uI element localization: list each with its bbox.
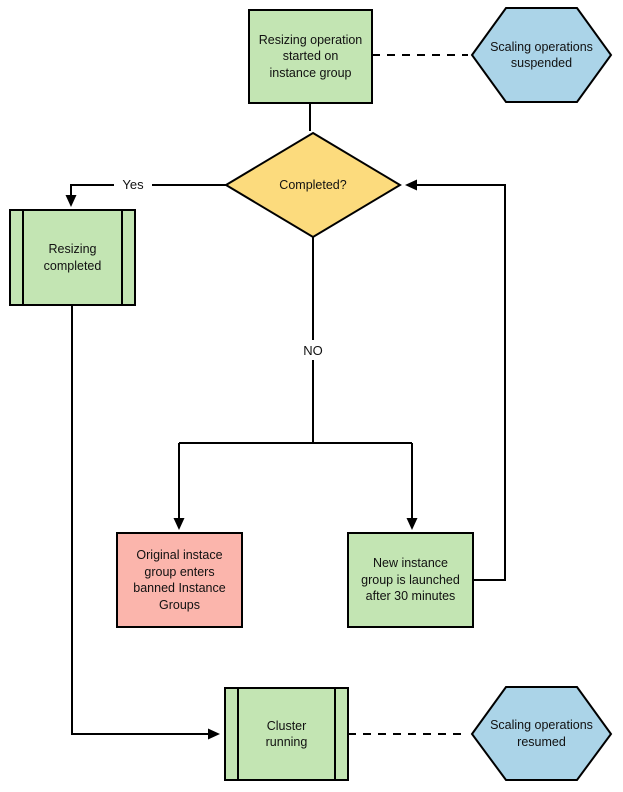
cluster-running-node-shape xyxy=(224,687,349,781)
resizing-completed-node-shape xyxy=(9,209,136,306)
resumed-hexagon-shape xyxy=(470,686,613,781)
edge-resizing-to-cluster xyxy=(71,305,220,740)
decision-diamond-shape xyxy=(224,131,402,239)
new-group-node-shape xyxy=(347,532,474,628)
suspended-hexagon-shape xyxy=(470,7,613,103)
edge-decision-yes xyxy=(65,184,228,207)
edge-newgroup-to-decision xyxy=(405,179,506,581)
banned-node-shape xyxy=(116,532,243,628)
start-node-shape xyxy=(248,9,373,104)
